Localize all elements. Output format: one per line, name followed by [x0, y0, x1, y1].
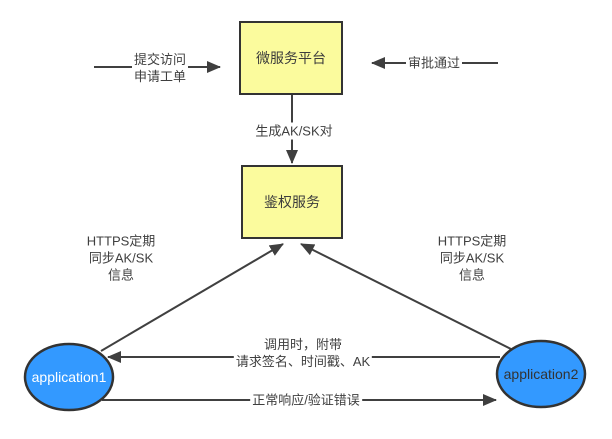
edge-sync-right-label-line2: 同步AK/SK [439, 250, 505, 266]
edge-sync-left-label-line3: 信息 [107, 267, 134, 283]
edge-submit-ticket-label-line2: 申请工单 [133, 69, 187, 84]
edge-sync-left-label: HTTPS定期 同步AK/SK 信息 [85, 233, 158, 284]
node-platform-label: 微服务平台 [256, 50, 326, 66]
node-application2 [495, 339, 587, 409]
node-auth-service [241, 165, 343, 239]
edge-sync-right-arrow [300, 243, 512, 350]
edge-sync-left-arrow [100, 243, 284, 352]
edge-call-request-label-line1: 调用时，附带 [263, 337, 342, 352]
node-application1 [23, 342, 115, 412]
edge-sync-left-label-line1: HTTPS定期 [86, 233, 156, 249]
node-platform [239, 21, 343, 95]
node-application1-label: application1 [31, 369, 107, 385]
edge-submit-ticket-label: 提交访问 申请工单 [131, 51, 189, 85]
edge-call-request-label: 调用时，附带 请求签名、时间戳、AK [233, 336, 373, 370]
edge-sync-right-label-line3: 信息 [458, 267, 485, 283]
edge-submit-ticket-label-line1: 提交访问 [133, 52, 187, 67]
edge-generate-keys-label: 生成AK/SK对 [253, 122, 335, 140]
node-auth-service-label: 鉴权服务 [264, 194, 320, 210]
edge-response-label: 正常响应/验证错误 [250, 391, 362, 409]
edge-call-request-label-line2: 请求签名、时间戳、AK [235, 354, 371, 369]
edge-sync-left-label-line2: 同步AK/SK [88, 250, 154, 266]
edge-approval-label: 审批通过 [405, 54, 463, 72]
edge-sync-right-label: HTTPS定期 同步AK/SK 信息 [436, 233, 509, 284]
edge-sync-right-label-line1: HTTPS定期 [437, 233, 507, 249]
node-application2-label: application2 [503, 366, 579, 382]
